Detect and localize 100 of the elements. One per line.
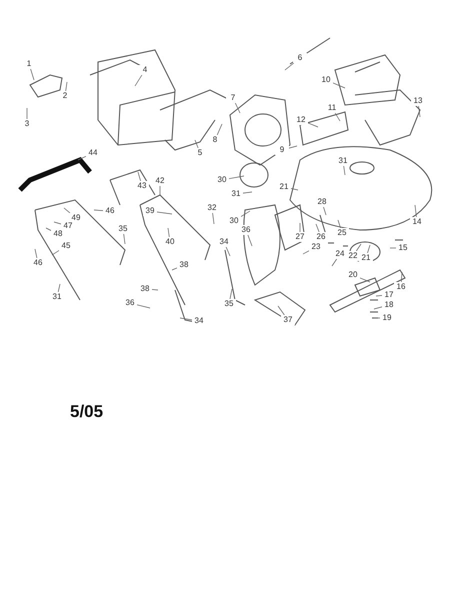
leader-line [228, 176, 244, 180]
callout-number: 24 [333, 249, 347, 259]
callout-number: 21 [277, 182, 291, 192]
leader-line [168, 228, 170, 238]
callout-number: 38 [177, 260, 191, 270]
callout-number: 14 [410, 217, 424, 227]
callout-number: 21 [359, 253, 373, 263]
leader-line [356, 244, 362, 252]
leader-line [180, 318, 192, 320]
callout-number: 12 [294, 115, 308, 125]
leader-line [288, 146, 298, 148]
leader-line [248, 234, 252, 246]
callout-number: 35 [222, 299, 236, 309]
callout-number: 45 [59, 241, 73, 251]
leader-line [152, 289, 158, 290]
callout-number: 36 [239, 225, 253, 235]
leader-line [374, 306, 382, 310]
leader-line [414, 204, 417, 218]
leader-line [360, 278, 370, 282]
callout-number: 25 [335, 228, 349, 238]
leader-line [418, 106, 420, 118]
callout-number: 11 [325, 103, 339, 113]
leader-line [54, 222, 62, 224]
callout-number: 30 [215, 175, 229, 185]
callout-number: 48 [51, 229, 65, 239]
leader-line [65, 82, 68, 92]
callout-number: 31 [50, 292, 64, 302]
callout-number: 28 [315, 197, 329, 207]
callout-number: 23 [309, 242, 323, 252]
callout-number: 27 [293, 232, 307, 242]
leader-line [332, 82, 346, 88]
leader-line [138, 172, 141, 182]
leader-line [64, 208, 70, 214]
callout-number: 19 [380, 313, 394, 323]
callout-number: 46 [103, 206, 117, 216]
leader-line [172, 268, 178, 270]
leader-line [78, 156, 86, 160]
callout-number: 49 [69, 213, 83, 223]
callout-number: 13 [411, 96, 425, 106]
leader-line [156, 212, 172, 214]
leader-line [290, 188, 298, 190]
callout-number: 31 [336, 156, 350, 166]
callout-number: 36 [123, 298, 137, 308]
leader-line [338, 220, 341, 228]
callout-number: 15 [396, 243, 410, 253]
callout-number: 16 [394, 282, 408, 292]
leader-line [134, 74, 142, 86]
leader-line [46, 228, 52, 231]
callout-number: 43 [135, 181, 149, 191]
leader-line [26, 108, 28, 120]
leader-line [30, 68, 34, 80]
callout-number: 37 [281, 315, 295, 325]
leader-line [302, 250, 310, 254]
callout-number: 34 [217, 237, 231, 247]
leader-line [278, 306, 285, 316]
leader-line [212, 212, 214, 224]
leader-line [343, 166, 346, 176]
callout-number: 46 [31, 258, 45, 268]
leader-line [230, 288, 232, 300]
leader-line [216, 124, 222, 136]
revision-date: 5/05 [70, 402, 104, 422]
callout-number: 32 [205, 203, 219, 213]
callout-number: 39 [143, 206, 157, 216]
callout-number: 17 [382, 290, 396, 300]
leader-line [234, 102, 240, 114]
leader-line [332, 258, 338, 266]
leader-line [367, 244, 370, 254]
callout-number: 10 [319, 75, 333, 85]
leader-line [400, 272, 402, 282]
callout-number: 42 [153, 176, 167, 186]
leader-line [284, 62, 294, 70]
leader-line [52, 250, 60, 256]
callout-number: 35 [116, 224, 130, 234]
callout-number: 34 [192, 316, 206, 326]
leader-line [136, 304, 150, 308]
leader-line [323, 206, 326, 216]
leader-line [58, 284, 60, 292]
callout-number: 40 [163, 237, 177, 247]
leader-line [240, 210, 250, 217]
leader-line [123, 234, 126, 244]
leader-line [194, 140, 198, 148]
callout-number: 6 [293, 53, 307, 63]
leader-line [34, 248, 38, 258]
callout-number: 47 [61, 221, 75, 231]
callout-number: 30 [227, 216, 241, 226]
callout-number: 44 [86, 148, 100, 158]
leader-line [308, 122, 318, 128]
leader-line [94, 210, 104, 211]
callout-number: 9 [275, 145, 289, 155]
leader-line [226, 246, 230, 256]
callout-number: 18 [382, 300, 396, 310]
callout-number: 26 [314, 232, 328, 242]
leader-line [376, 295, 382, 296]
leader-line [242, 192, 252, 194]
callout-number: 22 [346, 251, 360, 261]
leader-line [334, 112, 340, 122]
callout-number: 20 [346, 270, 360, 280]
leader-line [316, 224, 320, 232]
callout-number: 38 [138, 284, 152, 294]
callout-number: 31 [229, 189, 243, 199]
